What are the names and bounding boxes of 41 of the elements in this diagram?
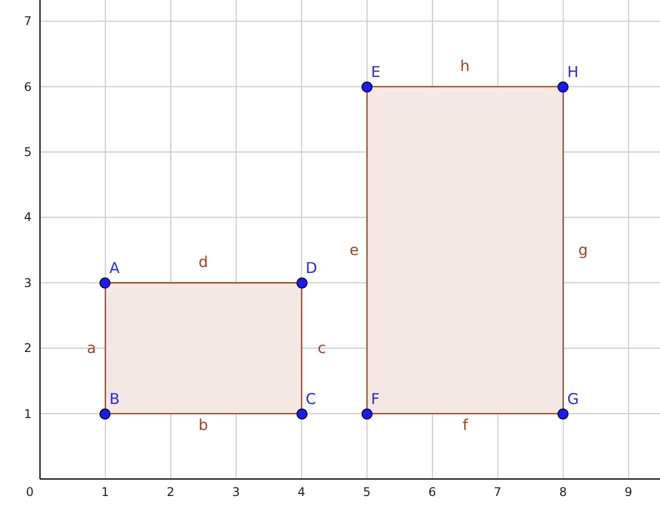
tick-label: 5 [363, 486, 371, 498]
tick-label: 4 [24, 211, 32, 224]
tick-label: 2 [166, 486, 174, 498]
tick-label: 6 [428, 486, 436, 498]
line-segment [372, 412, 558, 414]
line-segment [300, 288, 302, 409]
line-segment [110, 412, 297, 414]
tick-label: 8 [559, 486, 567, 498]
line-segment [366, 92, 368, 409]
point-label: E [371, 64, 380, 80]
point-label: A [109, 260, 120, 276]
tick-label: 3 [24, 276, 32, 289]
tick-label: 7 [24, 15, 32, 28]
segment-label: c [318, 340, 326, 356]
tick-label: 0 [26, 486, 34, 498]
point-label: B [109, 392, 120, 407]
segment-label: e [350, 242, 359, 258]
line-segment [562, 92, 564, 409]
tick-label: 5 [24, 146, 32, 158]
tick-label: 2 [24, 342, 32, 354]
tick-label: 3 [232, 486, 240, 498]
point-label: F [371, 392, 380, 407]
segment-label: b [198, 418, 208, 434]
tick-label: 1 [24, 408, 32, 420]
line-segment [110, 282, 297, 284]
line-segment [104, 288, 106, 409]
line-segment [372, 86, 558, 88]
tick-label: 4 [298, 486, 306, 498]
tick-label: 6 [24, 80, 32, 93]
segment-label: g [578, 242, 588, 258]
tick-label: 1 [101, 486, 110, 498]
point-label: D [306, 260, 318, 276]
point-label: C [306, 392, 316, 407]
segment-label: a [86, 340, 96, 356]
segment-label: d [198, 255, 208, 270]
segment-label: h [460, 59, 470, 74]
point-label: G [567, 392, 579, 407]
tick-label: 7 [494, 486, 502, 498]
point-label: H [567, 64, 578, 80]
tick-label: 9 [624, 486, 632, 498]
segment-label: f [462, 418, 468, 434]
